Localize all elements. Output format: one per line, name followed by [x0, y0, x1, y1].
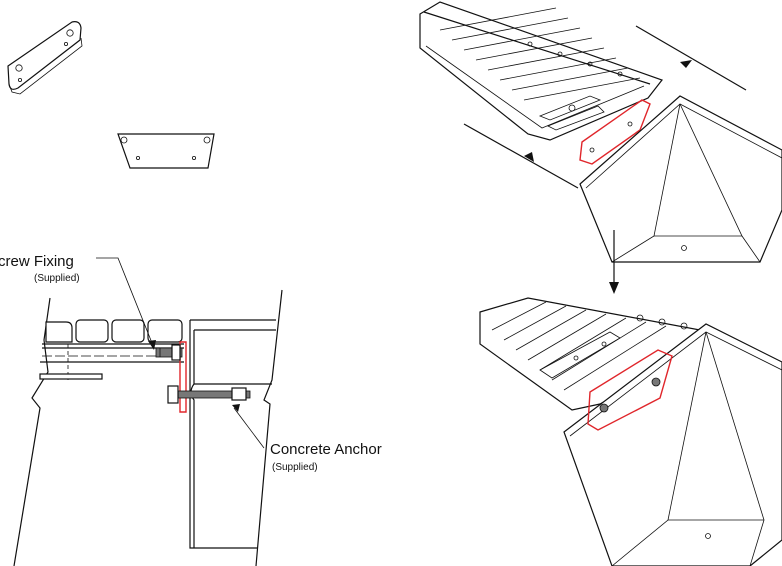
screw-fixing-label: crew Fixing — [0, 253, 74, 270]
assembled-isometric-view — [479, 297, 782, 566]
bracket-plate-isometric — [7, 21, 83, 95]
section-detail — [13, 257, 283, 566]
concrete-anchor-supplied: (Supplied) — [272, 462, 318, 473]
bracket-plate-front — [117, 133, 215, 169]
label-concrete-anchor: Concrete Anchor (Supplied) — [270, 441, 382, 473]
label-screw-fixing: crew Fixing (Supplied) — [0, 253, 80, 284]
screw-fixing-supplied: (Supplied) — [34, 273, 80, 284]
exploded-isometric-view — [419, 1, 782, 294]
concrete-anchor-label: Concrete Anchor — [270, 441, 382, 458]
